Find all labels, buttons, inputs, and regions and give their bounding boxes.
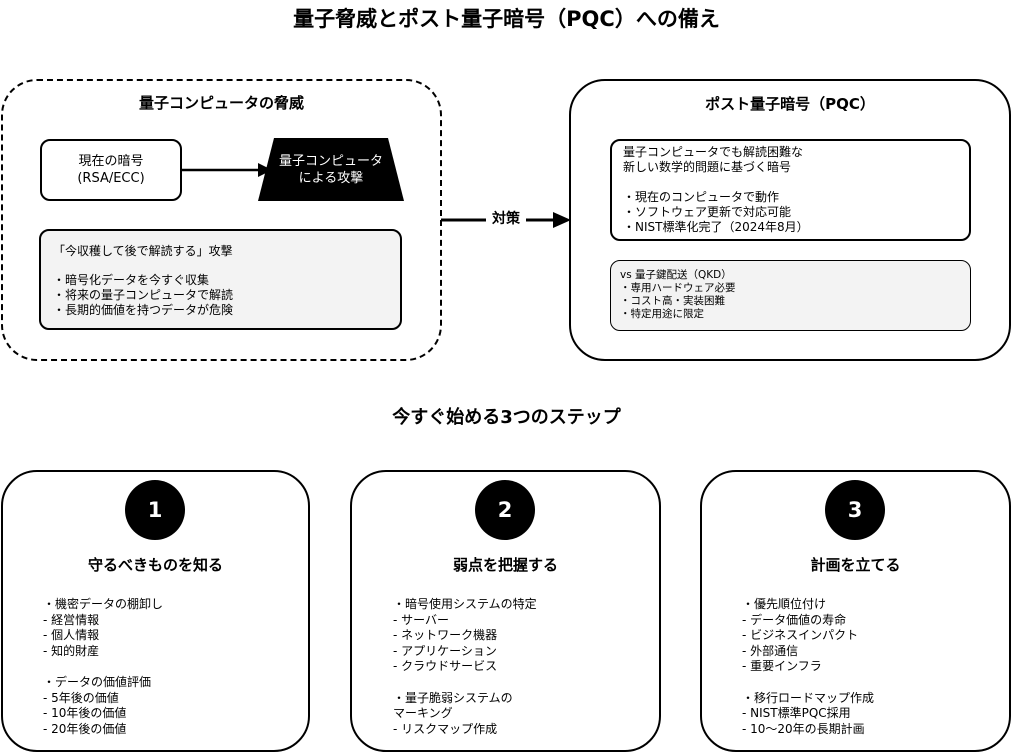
list-item: ・専用ハードウェア必要 (620, 282, 736, 294)
list-item: 新しい数学的問題に基づく暗号 (623, 160, 792, 174)
list-item (742, 675, 874, 691)
list-item: - 5年後の価値 (43, 690, 119, 705)
step-2-list: ・暗号使用システムの特定 - サーバー - ネットワーク機器 - アプリケーショ… (393, 597, 537, 737)
attack-arrow (182, 163, 272, 177)
step-3-list: ・優先順位付け - データ価値の寿命 - ビジネスインパクト - 外部通信 - … (742, 597, 874, 737)
list-item: - NIST標準PQC採用 (742, 706, 851, 721)
list-item: ・長期的価値を持つデータが危険 (53, 303, 234, 317)
list-item: ・優先順位付け (742, 597, 827, 611)
page-title: 量子脅威とポスト量子暗号（PQC）への備え (293, 7, 720, 31)
list-item: - ネットワーク機器 (393, 628, 498, 643)
quantum-computer-line-1: 量子コンピュータ (278, 153, 383, 169)
pqc-main-text: 量子コンピュータでも解読困難な 新しい数学的問題に基づく暗号 ・現在のコンピュー… (623, 145, 809, 235)
list-item: ・現在のコンピュータで動作 (623, 190, 780, 204)
list-item: - 個人情報 (43, 628, 100, 643)
list-item: - クラウドサービス (393, 659, 498, 674)
list-item: ・量子脆弱システムの (393, 690, 513, 705)
step-1-list: ・機密データの棚卸し - 経営情報 - 個人情報 - 知的財産 ・データの価値評… (43, 597, 163, 737)
list-item: ・移行ロードマップ作成 (742, 690, 875, 705)
list-item: ・機密データの棚卸し (43, 597, 164, 611)
list-item (393, 675, 537, 691)
quantum-threat-heading: 量子コンピュータの脅威 (138, 94, 304, 112)
list-item: - 重要インフラ (742, 659, 822, 674)
pqc-main-box: 量子コンピュータでも解読困難な 新しい数学的問題に基づく暗号 ・現在のコンピュー… (610, 139, 971, 241)
list-item: ・データの価値評価 (43, 674, 152, 689)
list-item: ・コスト高・実装困難 (620, 295, 725, 307)
list-item: - 10年後の価値 (43, 706, 127, 721)
pqc-heading: ポスト量子暗号（PQC） (705, 95, 875, 113)
list-item: - 外部通信 (742, 643, 799, 658)
step-2-card (350, 470, 661, 752)
step-2-title: 弱点を把握する (452, 556, 558, 574)
list-item: - 知的財産 (43, 643, 100, 658)
current-crypto-line-1: 現在の暗号 (78, 154, 144, 169)
qkd-text: vs 量子鍵配送（QKD） ・専用ハードウェア必要 ・コスト高・実装困難 ・特定… (620, 269, 736, 321)
list-item: ・将来の量子コンピュータで解読 (53, 288, 234, 302)
list-item: - リスクマップ作成 (393, 721, 498, 736)
list-item: - サーバー (393, 612, 450, 627)
hndl-list: ・暗号化データを今すぐ収集 ・将来の量子コンピュータで解読 ・長期的価値を持つデ… (53, 273, 233, 318)
steps-title: 今すぐ始める3つのステップ (392, 407, 621, 428)
list-item: - 経営情報 (43, 612, 100, 627)
list-item: vs 量子鍵配送（QKD） (620, 269, 732, 281)
countermeasure-label: 対策 (486, 209, 526, 229)
quantum-computer-label: 量子コンピュータ による攻撃 (258, 138, 404, 201)
current-crypto-line-2: (RSA/ECC) (77, 171, 145, 186)
list-item (623, 175, 809, 190)
list-item: - アプリケーション (393, 643, 497, 658)
list-item: - データ価値の寿命 (742, 612, 847, 627)
list-item: ・ソフトウェア更新で対応可能 (623, 205, 792, 219)
step-3-title: 計画を立てる (810, 556, 901, 574)
list-item: ・暗号化データを今すぐ収集 (53, 273, 210, 287)
current-crypto-box: 現在の暗号 (RSA/ECC) (40, 139, 182, 201)
list-item: ・NIST標準化完了（2024年8月） (623, 220, 809, 234)
hndl-attack-box: 「今収穫して後で解読する」攻撃 ・暗号化データを今すぐ収集 ・将来の量子コンピュ… (39, 229, 402, 330)
step-1-number: 1 (125, 480, 185, 540)
qkd-box: vs 量子鍵配送（QKD） ・専用ハードウェア必要 ・コスト高・実装困難 ・特定… (610, 260, 971, 331)
list-item: マーキング (393, 706, 453, 721)
list-item: 量子コンピュータでも解読困難な (623, 145, 804, 159)
step-1-title: 守るべきものを知る (87, 556, 223, 574)
list-item: ・暗号使用システムの特定 (393, 597, 537, 611)
step-3-number: 3 (825, 480, 885, 540)
list-item: ・特定用途に限定 (620, 308, 704, 320)
list-item: - 20年後の価値 (43, 721, 127, 736)
list-item (43, 659, 163, 675)
quantum-computer-shape (258, 138, 404, 201)
step-2-number: 2 (475, 480, 535, 540)
hndl-title: 「今収穫して後で解読する」攻撃 (53, 244, 233, 258)
list-item: - ビジネスインパクト (742, 628, 859, 643)
quantum-computer-line-2: による攻撃 (298, 170, 364, 186)
list-item: - 10〜20年の長期計画 (742, 721, 865, 736)
